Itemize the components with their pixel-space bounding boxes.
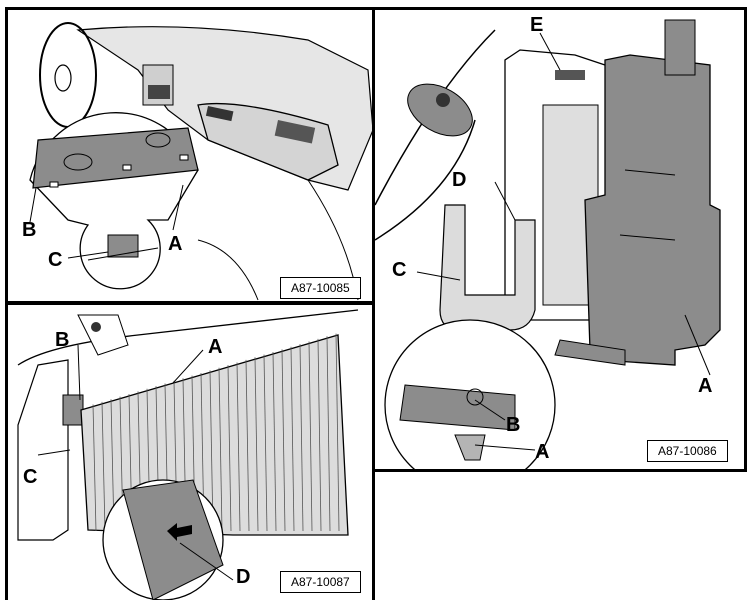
label-c: C bbox=[23, 466, 38, 488]
label-b: B bbox=[506, 414, 521, 436]
filter-housing-illustration bbox=[375, 19, 721, 469]
pleat-line bbox=[209, 370, 214, 532]
pleat-line bbox=[299, 344, 304, 532]
cover-edge-a bbox=[454, 434, 486, 461]
leader-a bbox=[172, 184, 184, 231]
leader-c bbox=[416, 271, 461, 281]
label-b: B bbox=[55, 329, 70, 351]
pleat-line bbox=[227, 365, 232, 532]
pipe-edge bbox=[17, 309, 359, 366]
pleat-line bbox=[254, 357, 259, 532]
figure-id: A87-10085 bbox=[280, 277, 361, 299]
figure-panel-filter-housing: E D C A B A A87-10086 bbox=[372, 7, 747, 472]
leader-d bbox=[494, 181, 516, 221]
figure-panel-filter-insert: B A C D A87-10087 bbox=[5, 302, 375, 600]
clamp-bolt bbox=[436, 93, 450, 107]
pleat-line bbox=[317, 338, 322, 532]
pleat-line bbox=[272, 351, 277, 532]
glove-box-handle bbox=[205, 106, 234, 122]
pleat-line bbox=[236, 362, 241, 532]
cover-clip bbox=[664, 19, 696, 76]
pleat-line bbox=[218, 367, 223, 532]
leader-e bbox=[539, 32, 561, 71]
tab-edge bbox=[87, 247, 159, 261]
leader-a bbox=[172, 349, 204, 384]
airflow-arrow-icon bbox=[167, 523, 192, 541]
glove-box bbox=[197, 102, 339, 181]
clip-e bbox=[555, 70, 585, 80]
cover-rib bbox=[619, 234, 676, 241]
figure-id: A87-10087 bbox=[280, 571, 361, 593]
leader-a-detail bbox=[474, 444, 536, 451]
label-d: D bbox=[236, 566, 251, 588]
label-a: A bbox=[208, 336, 223, 358]
label-b: B bbox=[22, 219, 37, 241]
tab-c bbox=[107, 234, 139, 258]
leader-c bbox=[37, 449, 71, 456]
clip bbox=[122, 164, 132, 171]
leader-d bbox=[179, 542, 234, 581]
pleat-line bbox=[101, 401, 106, 532]
dashboard-illustration bbox=[29, 22, 372, 301]
pipe-edge bbox=[375, 119, 476, 241]
leader-a bbox=[684, 314, 711, 376]
label-d: D bbox=[452, 169, 467, 191]
pleat-line bbox=[290, 346, 295, 532]
filter-edge-detail bbox=[122, 479, 224, 600]
clip bbox=[49, 181, 59, 188]
seat-outline bbox=[197, 239, 259, 301]
label-a: A bbox=[698, 375, 713, 397]
pleat-line bbox=[245, 359, 250, 532]
center-vent bbox=[148, 85, 170, 99]
catch-housing bbox=[399, 384, 516, 431]
leader-b bbox=[474, 399, 506, 421]
figure-id: A87-10086 bbox=[647, 440, 728, 462]
frame-c bbox=[439, 204, 536, 331]
trim-panel bbox=[32, 127, 199, 189]
pleat-line bbox=[326, 336, 331, 532]
cover-a bbox=[584, 54, 721, 366]
glove-box-vent bbox=[274, 119, 316, 144]
label-e: E bbox=[530, 14, 544, 36]
bracket bbox=[77, 314, 129, 356]
leader-b bbox=[29, 187, 37, 223]
pleat-line bbox=[281, 349, 286, 532]
pleat-line bbox=[263, 354, 268, 532]
leader-b bbox=[77, 344, 81, 401]
pleat-line bbox=[335, 333, 340, 532]
figure-panel-dashboard: B A C A87-10085 bbox=[5, 7, 375, 304]
pipe-clamp bbox=[407, 83, 473, 137]
bracket-bolt bbox=[91, 322, 101, 332]
pleat-line bbox=[92, 404, 97, 532]
steering-hub bbox=[54, 64, 72, 92]
filter-insert-illustration bbox=[17, 309, 359, 600]
catch-b bbox=[466, 388, 484, 406]
label-c: C bbox=[48, 249, 63, 271]
cover-rib bbox=[624, 169, 676, 176]
label-a-detail: A bbox=[535, 441, 550, 463]
label-a: A bbox=[168, 233, 183, 255]
panel-hole bbox=[63, 153, 93, 171]
pleat-line bbox=[308, 341, 313, 532]
clip bbox=[179, 154, 189, 161]
leader-c bbox=[67, 251, 109, 259]
panel-hole bbox=[145, 132, 171, 148]
housing-c bbox=[17, 359, 69, 541]
cover-foot bbox=[554, 339, 626, 366]
label-c: C bbox=[392, 259, 407, 281]
